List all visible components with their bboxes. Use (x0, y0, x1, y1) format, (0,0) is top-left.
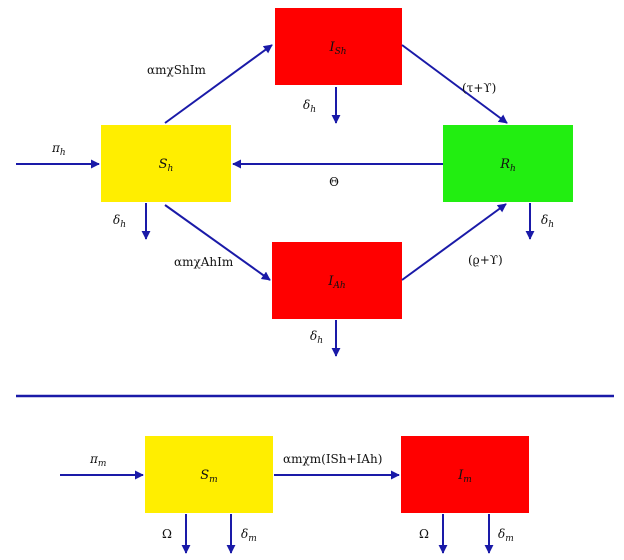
label-pi-h: πh (51, 141, 66, 158)
label-rate-to-asymptomatic: αmχAhIm (174, 255, 234, 269)
arrow-asymptomatic-to-recovered (401, 203, 507, 281)
label-death-symptomatic: δh (303, 98, 316, 115)
label-rate-to-symptomatic: αmχShIm (147, 63, 206, 77)
label-omega-infected: Ω (419, 527, 429, 541)
label-death-susceptible-mosquitoes: δm (241, 527, 257, 544)
label-theta: Θ (329, 175, 339, 189)
arrow-symptomatic-to-recovered (401, 44, 508, 124)
label-rate-asymptomatic-recovery: (ϱ+ϒ) (468, 253, 503, 267)
label-death-susceptible: δh (113, 213, 126, 230)
box-infected-mosquitoes (401, 436, 529, 513)
mosquito-arrows (60, 470, 494, 554)
arrow-to-asymptomatic (164, 204, 271, 281)
arrow-to-symptomatic (164, 44, 273, 124)
label-Im: Im (457, 468, 472, 485)
human-arrows (16, 44, 535, 357)
label-death-infected-mosquitoes: δm (498, 527, 514, 544)
label-death-recovered: δh (541, 213, 554, 230)
label-Sh: Sh (159, 157, 174, 174)
box-susceptible-mosquitoes (145, 436, 273, 513)
box-symptomatic-infected-humans (275, 8, 402, 85)
label-rate-symptomatic-recovery: (τ+ϒ) (462, 81, 496, 95)
label-Rh: Rh (499, 157, 516, 174)
box-susceptible-humans (101, 125, 231, 202)
label-death-asymptomatic: δh (310, 329, 323, 346)
label-mosquito-infection-rate: αmχm(ISh+IAh) (283, 452, 382, 466)
label-IAh: IAh (327, 274, 345, 291)
box-recovered-humans (443, 125, 573, 202)
label-ISh: ISh (328, 40, 346, 57)
label-pi-m: πm (89, 452, 106, 469)
label-omega-susceptible: Ω (162, 527, 172, 541)
label-Sm: Sm (200, 468, 217, 485)
box-asymptomatic-infected-humans (272, 242, 402, 319)
